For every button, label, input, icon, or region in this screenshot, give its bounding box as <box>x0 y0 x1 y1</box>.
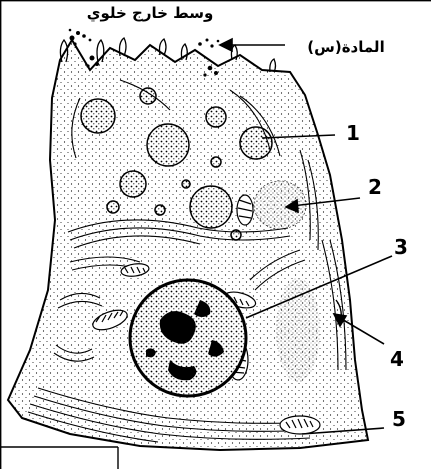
label-1: 1 <box>346 121 360 145</box>
mitochondrion <box>237 195 253 225</box>
label-substance-s: المادة(س) <box>307 38 384 56</box>
label-extracellular: وسط خارج خلوي <box>87 4 214 23</box>
mitochondrion <box>280 416 320 434</box>
label-4: 4 <box>390 347 404 371</box>
label-3: 3 <box>394 235 408 259</box>
label-5: 5 <box>392 407 406 431</box>
label-2: 2 <box>368 175 382 199</box>
nucleus <box>130 280 246 396</box>
